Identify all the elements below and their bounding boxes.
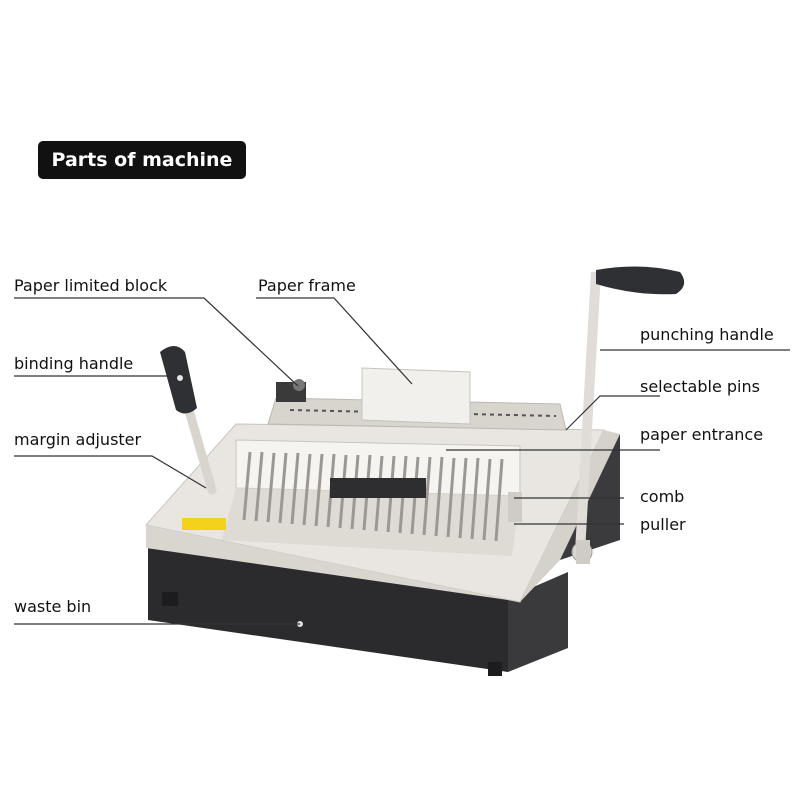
comb-assembly (222, 439, 522, 556)
leader-paper-frame (256, 297, 413, 385)
label-punching-handle: punching handle (640, 325, 774, 344)
label-paper-limited-block: Paper limited block (14, 276, 168, 295)
label-binding-handle: binding handle (14, 354, 134, 373)
label-waste-bin: waste bin (14, 597, 92, 616)
label-paper-frame: Paper frame (258, 276, 356, 295)
leader-selectable-pins (565, 395, 660, 431)
diagram-title: Parts of machine (38, 141, 246, 179)
label-selectable-pins: selectable pins (640, 377, 760, 396)
leader-margin-adjuster (14, 455, 207, 489)
warning-sticker (182, 518, 226, 530)
label-paper-entrance: paper entrance (640, 425, 764, 444)
label-comb: comb (640, 487, 685, 506)
label-puller: puller (640, 515, 686, 534)
binding-handle (160, 346, 217, 495)
paper-frame (361, 367, 471, 425)
leader-lines (14, 297, 790, 625)
leader-paper-limited-block (14, 297, 299, 387)
label-margin-adjuster: margin adjuster (14, 430, 142, 449)
paper-limited-block (276, 379, 306, 402)
punching-handle (571, 266, 685, 564)
